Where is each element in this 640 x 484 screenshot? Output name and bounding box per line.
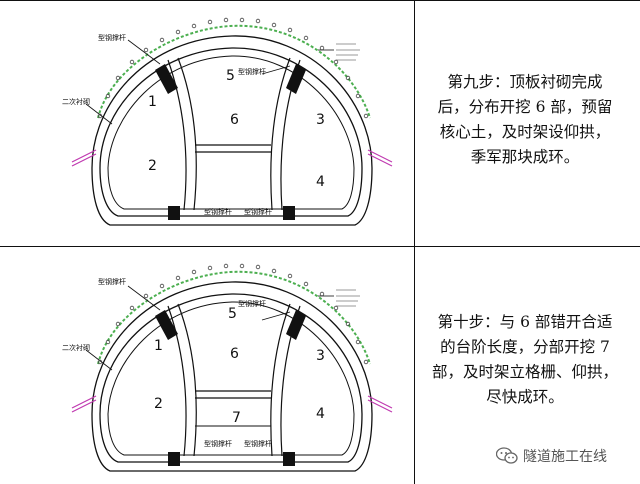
watermark-text: 隧道施工在线 bbox=[523, 449, 607, 465]
part-label: 5 bbox=[226, 68, 235, 84]
secondary-lining-label: 二次衬砌 bbox=[62, 97, 90, 106]
step9-caption: 第九步：顶板衬砌完成 后，分布开挖 6 部，预留 核心土，及时架设仰拱， 季军那… bbox=[414, 70, 636, 170]
steel-brace-label: 型钢撑杆 bbox=[204, 439, 232, 448]
panel-step10-diagram: 1 2 3 4 5 6 7 型钢撑杆 二次衬砌 型钢撑杆 型钢撑杆 型钢撑杆 bbox=[62, 263, 393, 472]
part-label: 6 bbox=[230, 112, 239, 128]
part-label: 1 bbox=[148, 94, 157, 110]
part-label: 3 bbox=[316, 348, 325, 364]
steel-brace-label: 型钢撑杆 bbox=[244, 207, 272, 216]
steel-brace-label: 型钢撑杆 bbox=[98, 277, 126, 286]
step10-caption: 第十步：与 6 部错开合适 的台阶长度，分部开挖 7 部，及时架立格栅、仰拱， … bbox=[414, 310, 636, 410]
steel-brace-label: 型钢撑杆 bbox=[98, 33, 126, 42]
part-label: 3 bbox=[316, 112, 325, 128]
part-label: 4 bbox=[316, 406, 325, 422]
caption-line: 第九步：顶板衬砌完成 bbox=[447, 73, 603, 91]
caption-line: 后，分布开挖 6 部，预留 bbox=[437, 98, 613, 116]
part-label: 2 bbox=[154, 396, 163, 412]
caption-line: 尽快成环。 bbox=[486, 388, 564, 406]
caption-line: 第十步：与 6 部错开合适 bbox=[437, 313, 613, 331]
panel-step9-diagram: 1 2 3 4 5 6 型钢撑杆 二次衬砌 型钢撑杆 型钢撑杆 型钢撑杆 bbox=[62, 17, 393, 226]
caption-line: 核心土，及时架设仰拱， bbox=[439, 123, 611, 141]
watermark: 隧道施工在线 bbox=[496, 446, 607, 466]
part-label: 4 bbox=[316, 174, 325, 190]
steel-brace-label: 型钢撑杆 bbox=[204, 207, 232, 216]
part-label: 1 bbox=[154, 338, 163, 354]
secondary-lining-label: 二次衬砌 bbox=[62, 343, 90, 352]
part-label: 2 bbox=[148, 158, 157, 174]
part-label: 7 bbox=[232, 410, 241, 426]
caption-line: 部，及时架立格栅、仰拱， bbox=[431, 363, 618, 381]
steel-brace-label: 型钢撑杆 bbox=[244, 439, 272, 448]
part-label: 5 bbox=[228, 306, 237, 322]
caption-line: 的台阶长度，分部开挖 7 bbox=[440, 338, 610, 356]
part-label: 6 bbox=[230, 346, 239, 362]
wechat-icon bbox=[496, 447, 518, 464]
steel-brace-label: 型钢撑杆 bbox=[238, 299, 266, 308]
steel-brace-label: 型钢撑杆 bbox=[238, 67, 266, 76]
caption-line: 季军那块成环。 bbox=[470, 148, 580, 166]
